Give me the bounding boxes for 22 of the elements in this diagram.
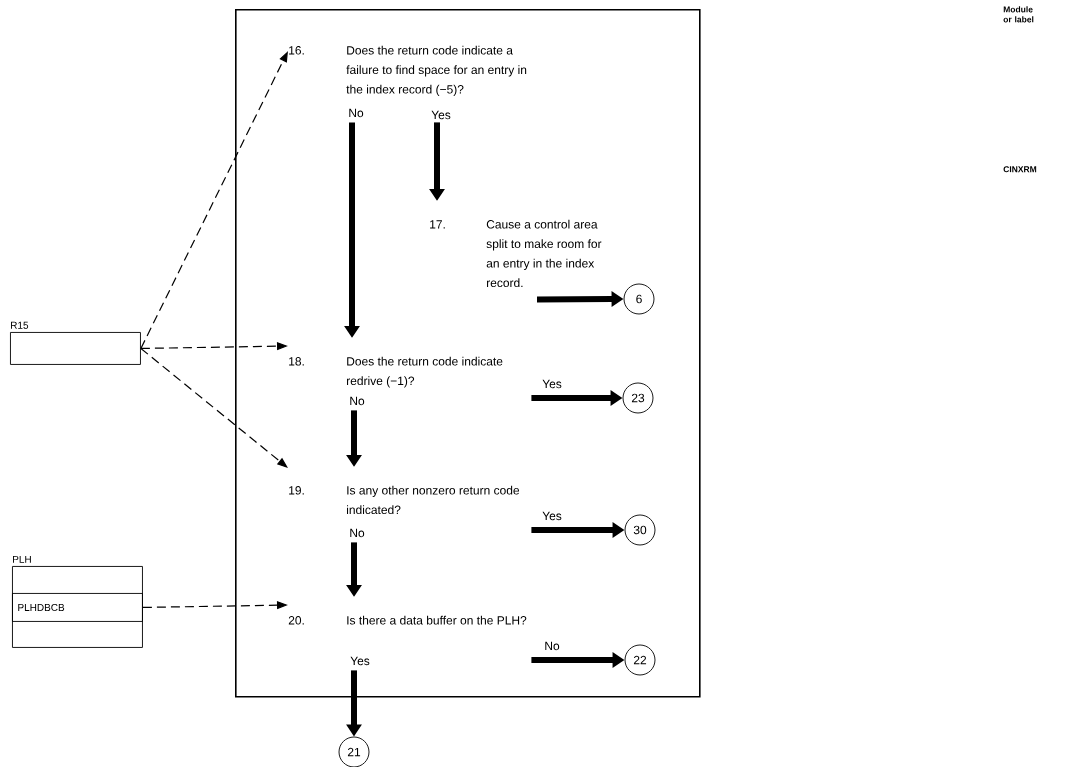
register-box: R15 bbox=[10, 321, 141, 365]
edge-label: No bbox=[348, 527, 366, 539]
edge-label: Yes bbox=[349, 655, 371, 667]
process-step: 20. Is there a data buffer on the PLH? bbox=[288, 615, 527, 625]
edge-label: No bbox=[543, 640, 561, 652]
node-label: R15 bbox=[11, 321, 29, 329]
module-name: CINXRM bbox=[1003, 166, 1037, 173]
edge-label: Yes bbox=[541, 378, 563, 390]
edge-label: No bbox=[348, 395, 366, 407]
process-step: 19. Is any other nonzero return code indicated? bbox=[289, 485, 520, 515]
column-heading: Module or label bbox=[1003, 6, 1034, 23]
flow-frame bbox=[235, 9, 701, 698]
dashed-arrow bbox=[140, 51, 288, 350]
edge-label: No bbox=[347, 107, 365, 119]
node-label: PLH bbox=[13, 555, 31, 563]
process-step: 18. Does the return code indicate redrive (−1)? bbox=[289, 356, 503, 388]
edge-label: Yes bbox=[541, 510, 563, 522]
process-step: 16. Does the return code indicate a failure to find space for an entry in the index record (−5)? bbox=[289, 45, 527, 96]
process-step: 17. Cause a control area split to make room for an entry in the index record. bbox=[430, 219, 602, 288]
edge-label: Yes bbox=[430, 109, 452, 121]
dashed-arrow bbox=[140, 347, 288, 468]
table-row: PLHDBCB bbox=[12, 593, 143, 622]
